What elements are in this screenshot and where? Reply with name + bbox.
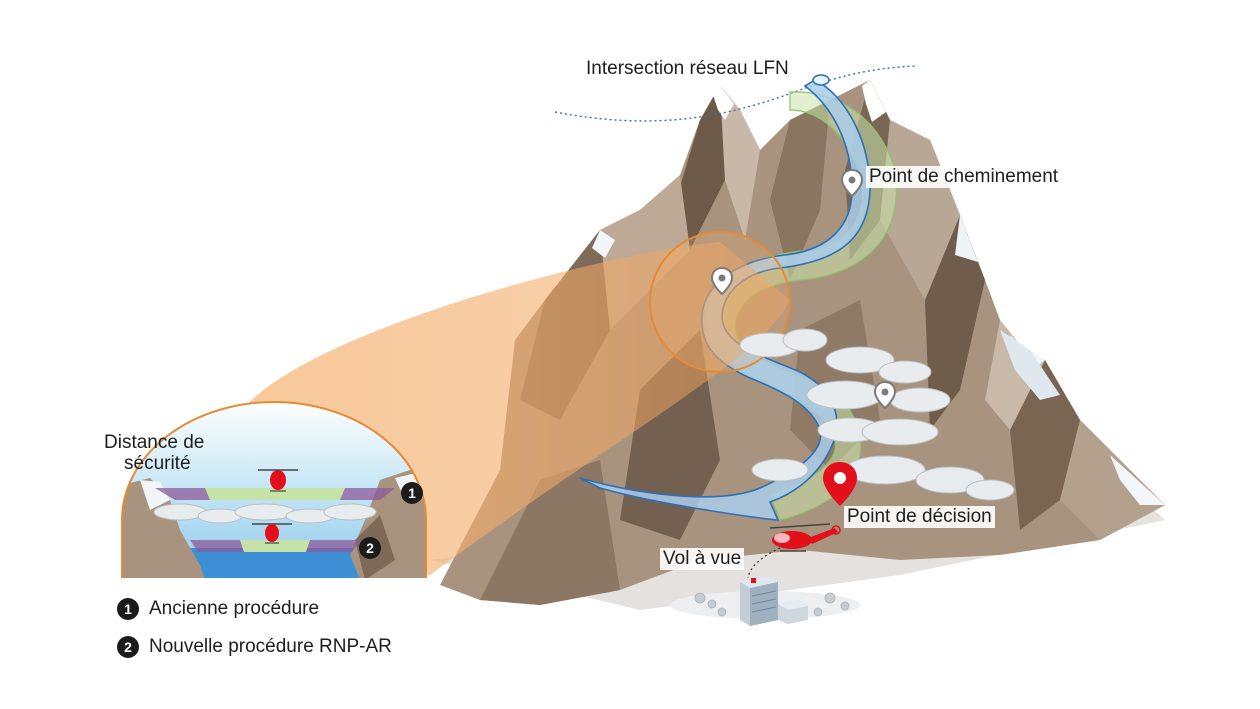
waypoint-pin-icon: [873, 380, 897, 410]
waypoint-pin-icon: [840, 168, 864, 198]
marker-old-procedure: 1: [401, 482, 423, 504]
legend-item-old: 1 Ancienne procédure: [117, 598, 319, 620]
decision-pin-icon: [823, 462, 857, 506]
legend-text: Nouvelle procédure RNP-AR: [149, 636, 392, 657]
waypoint-pin-icon: [710, 266, 734, 296]
label-intersection: Intersection réseau LFN: [586, 58, 789, 79]
legend-number: 1: [117, 598, 139, 620]
legend-text: Ancienne procédure: [149, 598, 320, 619]
label-waypoint: Point de cheminement: [866, 166, 1062, 188]
label-decision-point: Point de décision: [844, 506, 995, 528]
intersection-ring-icon: [812, 74, 830, 86]
helicopter-icon: [769, 523, 841, 552]
network-line: [554, 65, 916, 122]
cloud-bank: [739, 328, 1015, 501]
marker-new-procedure: 2: [359, 537, 381, 559]
legend-number: 2: [117, 636, 139, 658]
helicopter-icon: [258, 469, 298, 492]
hospital-building-icon: [670, 576, 860, 626]
label-visual-flight: Vol à vue: [660, 548, 745, 570]
helicopter-icon: [252, 523, 292, 544]
label-safety-distance-1: Distance de: [104, 432, 205, 453]
label-safety-distance-2: sécurité: [124, 453, 191, 474]
legend-item-new: 2 Nouvelle procédure RNP-AR: [117, 636, 392, 658]
